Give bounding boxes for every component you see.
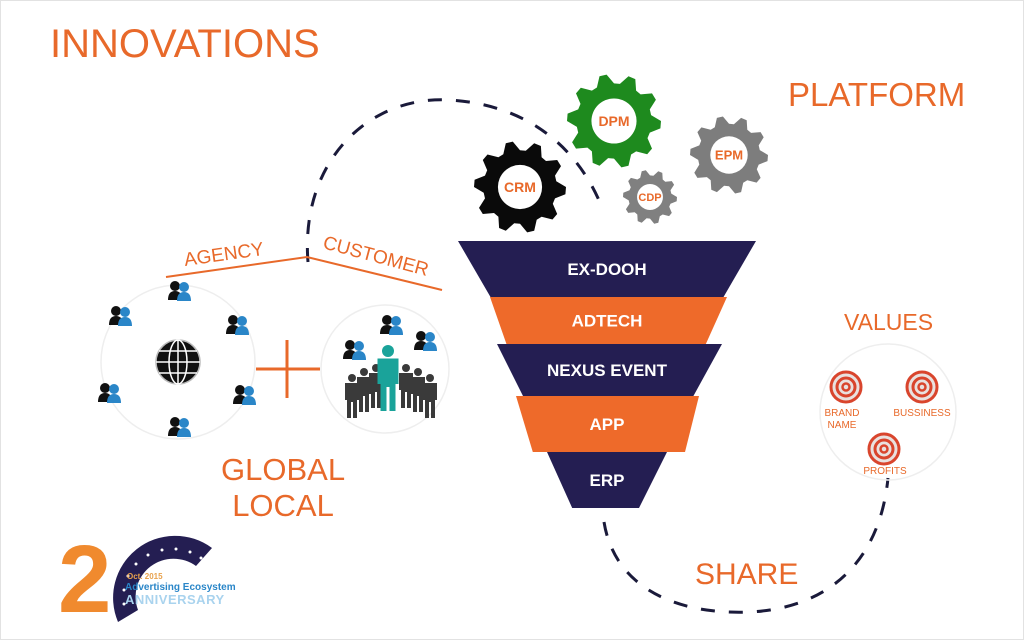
global-label: GLOBAL [221, 452, 346, 487]
funnel-layer-label: ERP [590, 471, 625, 490]
global-local-heading: GLOBAL LOCAL [221, 452, 345, 524]
user-pair-icon [168, 417, 191, 437]
funnel-layer-app: APP [516, 396, 699, 452]
gear-epm-icon: EPM [690, 116, 768, 194]
user-pair-icon [343, 340, 366, 360]
funnel: EX-DOOH ADTECH NEXUS EVENT APP ERP [458, 241, 756, 508]
local-label: LOCAL [232, 488, 334, 523]
logo-line2: ANNIVERSARY [125, 592, 225, 607]
target-icon [866, 431, 902, 467]
values-circle [819, 343, 957, 481]
plus-icon [256, 340, 320, 398]
platform-heading: PLATFORM [788, 76, 966, 113]
innovations-heading: INNOVATIONS [50, 22, 320, 66]
gear-crm-icon: CRM [474, 141, 566, 233]
gear-label: DPM [598, 113, 629, 129]
funnel-layer-adtech: ADTECH [490, 297, 727, 344]
funnel-layer-erp: ERP [547, 452, 667, 508]
share-heading: SHARE [695, 558, 799, 591]
funnel-layer-label: NEXUS EVENT [547, 361, 668, 380]
value-label-profits: PROFITS [863, 466, 907, 477]
gear-label: CRM [504, 179, 536, 195]
gear-label: CDP [638, 192, 661, 204]
user-pair-icon [233, 385, 256, 405]
user-pair-icon [168, 281, 191, 301]
funnel-layer-nexus-event: NEXUS EVENT [497, 344, 722, 396]
user-pair-icon [380, 315, 403, 335]
connector-arc-bottom [602, 477, 890, 614]
target-icon [904, 369, 940, 405]
anniversary-logo: 2 [58, 526, 212, 633]
funnel-layer-label: ADTECH [572, 312, 643, 331]
agency-customer-line [165, 255, 443, 291]
agency-label: AGENCY [183, 239, 266, 271]
target-icon [828, 369, 864, 405]
funnel-layer-label: APP [590, 415, 625, 434]
logo-line1: Advertising Ecosystem [125, 582, 236, 593]
logo-date: Oct. 2015 [127, 572, 163, 581]
connector-arc-top [305, 98, 605, 263]
user-pair-icon [98, 383, 121, 403]
user-pair-icon [109, 306, 132, 326]
user-pair-icon [414, 331, 437, 351]
value-label-brand: BRAND [824, 408, 859, 419]
logo-digit: 2 [58, 526, 111, 633]
gear-label: EPM [715, 148, 743, 163]
value-label-name: NAME [828, 420, 857, 431]
funnel-layer-label: EX-DOOH [567, 260, 646, 279]
value-label-business: BUSSINESS [893, 408, 951, 419]
gear-dpm-icon: DPM [567, 74, 661, 168]
local-team-circle [320, 304, 450, 434]
gear-cdp-icon: CDP [623, 170, 677, 224]
funnel-layer-ex-dooh: EX-DOOH [458, 241, 756, 297]
values-heading: VALUES [844, 309, 934, 335]
globe-icon [155, 339, 201, 385]
